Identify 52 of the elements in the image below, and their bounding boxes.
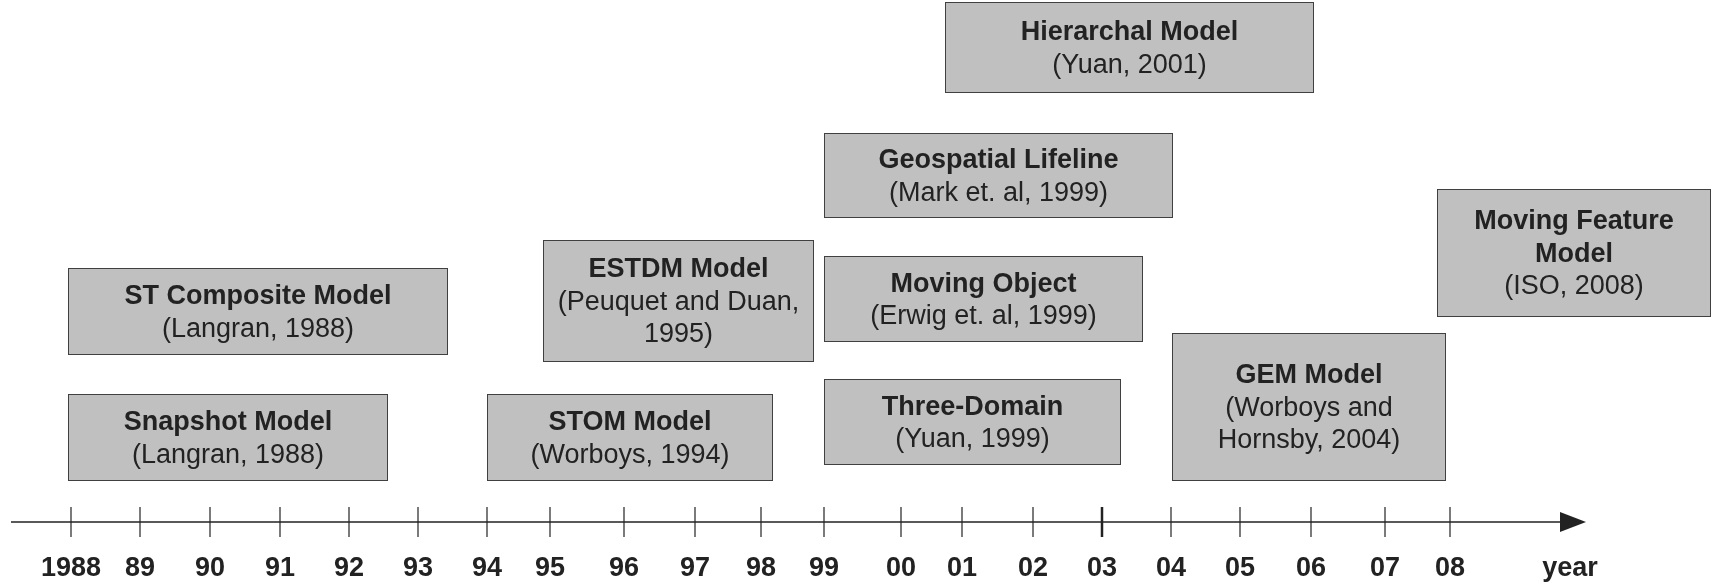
model-citation: (Worboys and Hornsby, 2004)	[1216, 390, 1402, 456]
year-label: 92	[334, 552, 364, 583]
year-label: 96	[609, 552, 639, 583]
year-label: 1988	[40, 552, 102, 583]
model-name: Three-Domain	[881, 389, 1064, 422]
year-label: 94	[472, 552, 502, 583]
year-label: 99	[809, 552, 839, 583]
model-box	[1437, 189, 1711, 317]
year-label: 97	[680, 552, 710, 583]
model-box	[68, 268, 448, 355]
year-label: 02	[1018, 552, 1048, 583]
axis-title: year	[1542, 552, 1598, 583]
year-label: 93	[403, 552, 433, 583]
model-name: Geospatial Lifeline	[878, 143, 1119, 176]
model-citation: (Yuan, 2001)	[1052, 47, 1207, 80]
model-box	[487, 394, 773, 481]
model-box	[543, 240, 814, 362]
year-label: 01	[947, 552, 977, 583]
model-citation: (ISO, 2008)	[1504, 269, 1644, 302]
model-box	[824, 133, 1173, 218]
model-box	[68, 394, 388, 481]
year-label: 98	[746, 552, 776, 583]
model-citation: (Langran, 1988)	[161, 311, 355, 344]
year-label: 08	[1435, 552, 1465, 583]
year-label: 90	[195, 552, 225, 583]
model-name: Snapshot Model	[123, 405, 333, 438]
model-citation: (Langran, 1988)	[131, 437, 325, 470]
model-name: Moving Object	[890, 266, 1077, 299]
model-name: ESTDM Model	[588, 252, 769, 285]
model-box	[824, 379, 1121, 465]
year-label: 95	[535, 552, 565, 583]
year-label: 89	[125, 552, 155, 583]
year-label: 06	[1296, 552, 1326, 583]
year-label: 03	[1087, 552, 1117, 583]
model-box	[824, 256, 1143, 342]
year-label: 04	[1156, 552, 1186, 583]
year-label: 05	[1225, 552, 1255, 583]
model-citation: (Yuan, 1999)	[895, 422, 1050, 455]
model-name: STOM Model	[548, 405, 712, 438]
model-name: Hierarchal Model	[1020, 15, 1239, 48]
model-citation: (Peuquet and Duan, 1995)	[556, 284, 801, 350]
model-name: ST Composite Model	[124, 279, 392, 312]
year-label: 00	[886, 552, 916, 583]
model-citation: (Erwig et. al, 1999)	[870, 299, 1097, 332]
model-box	[945, 2, 1314, 93]
model-citation: (Mark et. al, 1999)	[888, 175, 1109, 208]
year-label: 91	[265, 552, 295, 583]
model-citation: (Worboys, 1994)	[530, 437, 730, 470]
model-box	[1172, 333, 1446, 481]
model-name: GEM Model	[1235, 358, 1383, 391]
model-name: Moving Feature Model	[1473, 204, 1675, 270]
year-label: 07	[1370, 552, 1400, 583]
